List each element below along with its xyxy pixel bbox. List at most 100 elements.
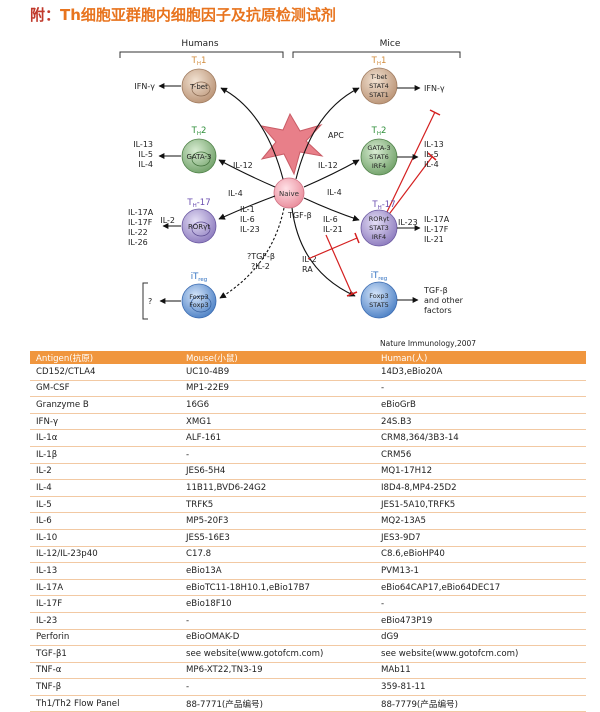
human-clone-cell: JES3-9D7 — [375, 529, 586, 547]
mouse-clone-cell: eBioOMAK-D — [180, 629, 375, 647]
mouse-clone-cell: ALF-161 — [180, 429, 375, 447]
antigen-cell: TNF-β — [30, 678, 180, 696]
human-clone-cell: - — [375, 380, 586, 398]
mouse-treg-output-1: TGF-β — [423, 286, 448, 295]
human-th2-output-2: IL-5 — [138, 150, 153, 159]
table-header-row: Antigen(抗原) Mouse(小鼠) Human(人) — [30, 351, 586, 364]
mouse-th2-factor-3: IRF4 — [372, 162, 386, 170]
mouse-th17-factor-2: STAT3 — [369, 224, 389, 232]
mouse-treg-factor-1: Foxp3 — [369, 292, 388, 300]
human-clone-cell: JES1-5A10,TRFK5 — [375, 496, 586, 514]
inducer-right-th17-1: IL-6 — [323, 215, 338, 224]
human-th17-cell: TH-17 RORγt IL-2 IL-17A IL-17F IL-22 IL-… — [128, 198, 217, 247]
antigen-table: Antigen(抗原) Mouse(小鼠) Human(人) CD152/CTL… — [30, 351, 586, 712]
antigen-table-wrap: Antigen(抗原) Mouse(小鼠) Human(人) CD152/CTL… — [30, 351, 586, 712]
antigen-cell: Perforin — [30, 629, 180, 647]
mouse-clone-cell: MP6-XT22,TN3-19 — [180, 662, 375, 680]
antigen-cell: IFN-γ — [30, 413, 180, 431]
mouse-clone-cell: 88-7771(产品编号) — [180, 695, 375, 712]
mouse-th1-name: TH1 — [371, 56, 387, 67]
arrow-naive-to-right-th17 — [303, 197, 360, 222]
human-clone-cell: MAb11 — [375, 662, 586, 680]
arrow-naive-to-right-th1 — [295, 87, 360, 180]
header-mice: Mice — [380, 39, 401, 49]
mouse-clone-cell: JES6-5H4 — [180, 463, 375, 481]
apc-label: APC — [328, 131, 344, 140]
antigen-cell: IL-6 — [30, 512, 180, 530]
antigen-cell: CD152/CTLA4 — [30, 364, 180, 381]
human-th2-cell: TH2 GATA-3 IL-13 IL-5 IL-4 — [133, 126, 217, 174]
apc-cell: APC — [260, 112, 344, 176]
header-humans-bracket — [119, 51, 284, 58]
human-clone-cell: CRM56 — [375, 446, 586, 464]
mouse-clone-cell: - — [180, 678, 375, 696]
inducer-left-th2: IL-4 — [228, 189, 243, 198]
antigen-cell: Granzyme B — [30, 396, 180, 414]
antigen-cell: IL-13 — [30, 562, 180, 580]
antigen-cell: TNF-α — [30, 662, 180, 680]
antigen-cell: Th1/Th2 Flow Panel — [30, 695, 180, 712]
inducer-right-th2: IL-4 — [327, 188, 342, 197]
human-th17-name: TH-17 — [186, 198, 210, 209]
human-th17-output-4: IL-26 — [128, 238, 148, 247]
mouse-clone-cell: see website(www.gotofcm.com) — [180, 645, 375, 663]
antigen-cell: IL-17A — [30, 579, 180, 597]
inducer-left-treg-1: ?TGF-β — [247, 252, 275, 261]
human-treg-output: ? — [148, 297, 152, 306]
human-th1-factor: T-bet — [189, 83, 208, 91]
arrow-naive-to-right-treg — [291, 207, 356, 297]
inducer-right-th17-2: IL-21 — [323, 225, 343, 234]
mouse-clone-cell: - — [180, 446, 375, 464]
mouse-clone-cell: C17.8 — [180, 546, 375, 564]
antigen-cell: IL-10 — [30, 529, 180, 547]
human-clone-cell: dG9 — [375, 629, 586, 647]
mouse-th17-output-2: IL-17F — [424, 225, 449, 234]
mouse-clone-cell: 11B11,BVD6-24G2 — [180, 479, 375, 497]
mouse-th17-il23: IL-23 — [398, 218, 418, 227]
antigen-cell: IL-23 — [30, 612, 180, 630]
header-human: Human(人) — [375, 351, 586, 364]
mouse-th17-name: TH-17 — [371, 200, 395, 211]
human-clone-cell: eBioGrB — [375, 396, 586, 414]
human-clone-cell: MQ2-13A5 — [375, 512, 586, 530]
mouse-th17-factor-1: RORγt — [369, 215, 390, 223]
antigen-cell: IL-5 — [30, 496, 180, 514]
header-mice-bracket — [292, 51, 461, 58]
mouse-th17-output-1: IL-17A — [424, 215, 450, 224]
mouse-clone-cell: XMG1 — [180, 413, 375, 431]
arrow-naive-to-right-th2 — [303, 159, 360, 188]
mouse-th2-name: TH2 — [371, 126, 387, 137]
inhibition-lines — [307, 109, 441, 297]
mouse-treg-output-2: and other — [424, 296, 464, 305]
mouse-th1-cell: TH1 T-bet STAT4 STAT1 IFN-γ — [360, 56, 445, 105]
inducer-right-treg-1: IL-2 — [302, 255, 317, 264]
mouse-clone-cell: UC10-4B9 — [180, 364, 375, 381]
arrow-naive-to-left-treg — [219, 207, 285, 299]
header-humans: Humans — [181, 39, 218, 49]
header-antigen: Antigen(抗原) — [30, 351, 180, 364]
inducer-left-th17-1: IL-1 — [240, 205, 255, 214]
naive-label: Naive — [279, 190, 299, 198]
mouse-treg-factor-2: STAT5 — [369, 301, 389, 309]
human-clone-cell: C8.6,eBioHP40 — [375, 546, 586, 564]
arrow-naive-to-left-th17 — [218, 195, 276, 220]
mouse-clone-cell: eBio18F10 — [180, 595, 375, 613]
mouse-th2-factor-2: STAT6 — [369, 153, 389, 161]
human-th2-output-3: IL-4 — [138, 160, 153, 169]
human-clone-cell: PVM13-1 — [375, 562, 586, 580]
human-th17-output-2: IL-17F — [128, 218, 153, 227]
page-title: 附：Th细胞亚群胞内细胞因子及抗原检测试剂 — [30, 4, 336, 25]
antigen-cell: IL-1β — [30, 446, 180, 464]
